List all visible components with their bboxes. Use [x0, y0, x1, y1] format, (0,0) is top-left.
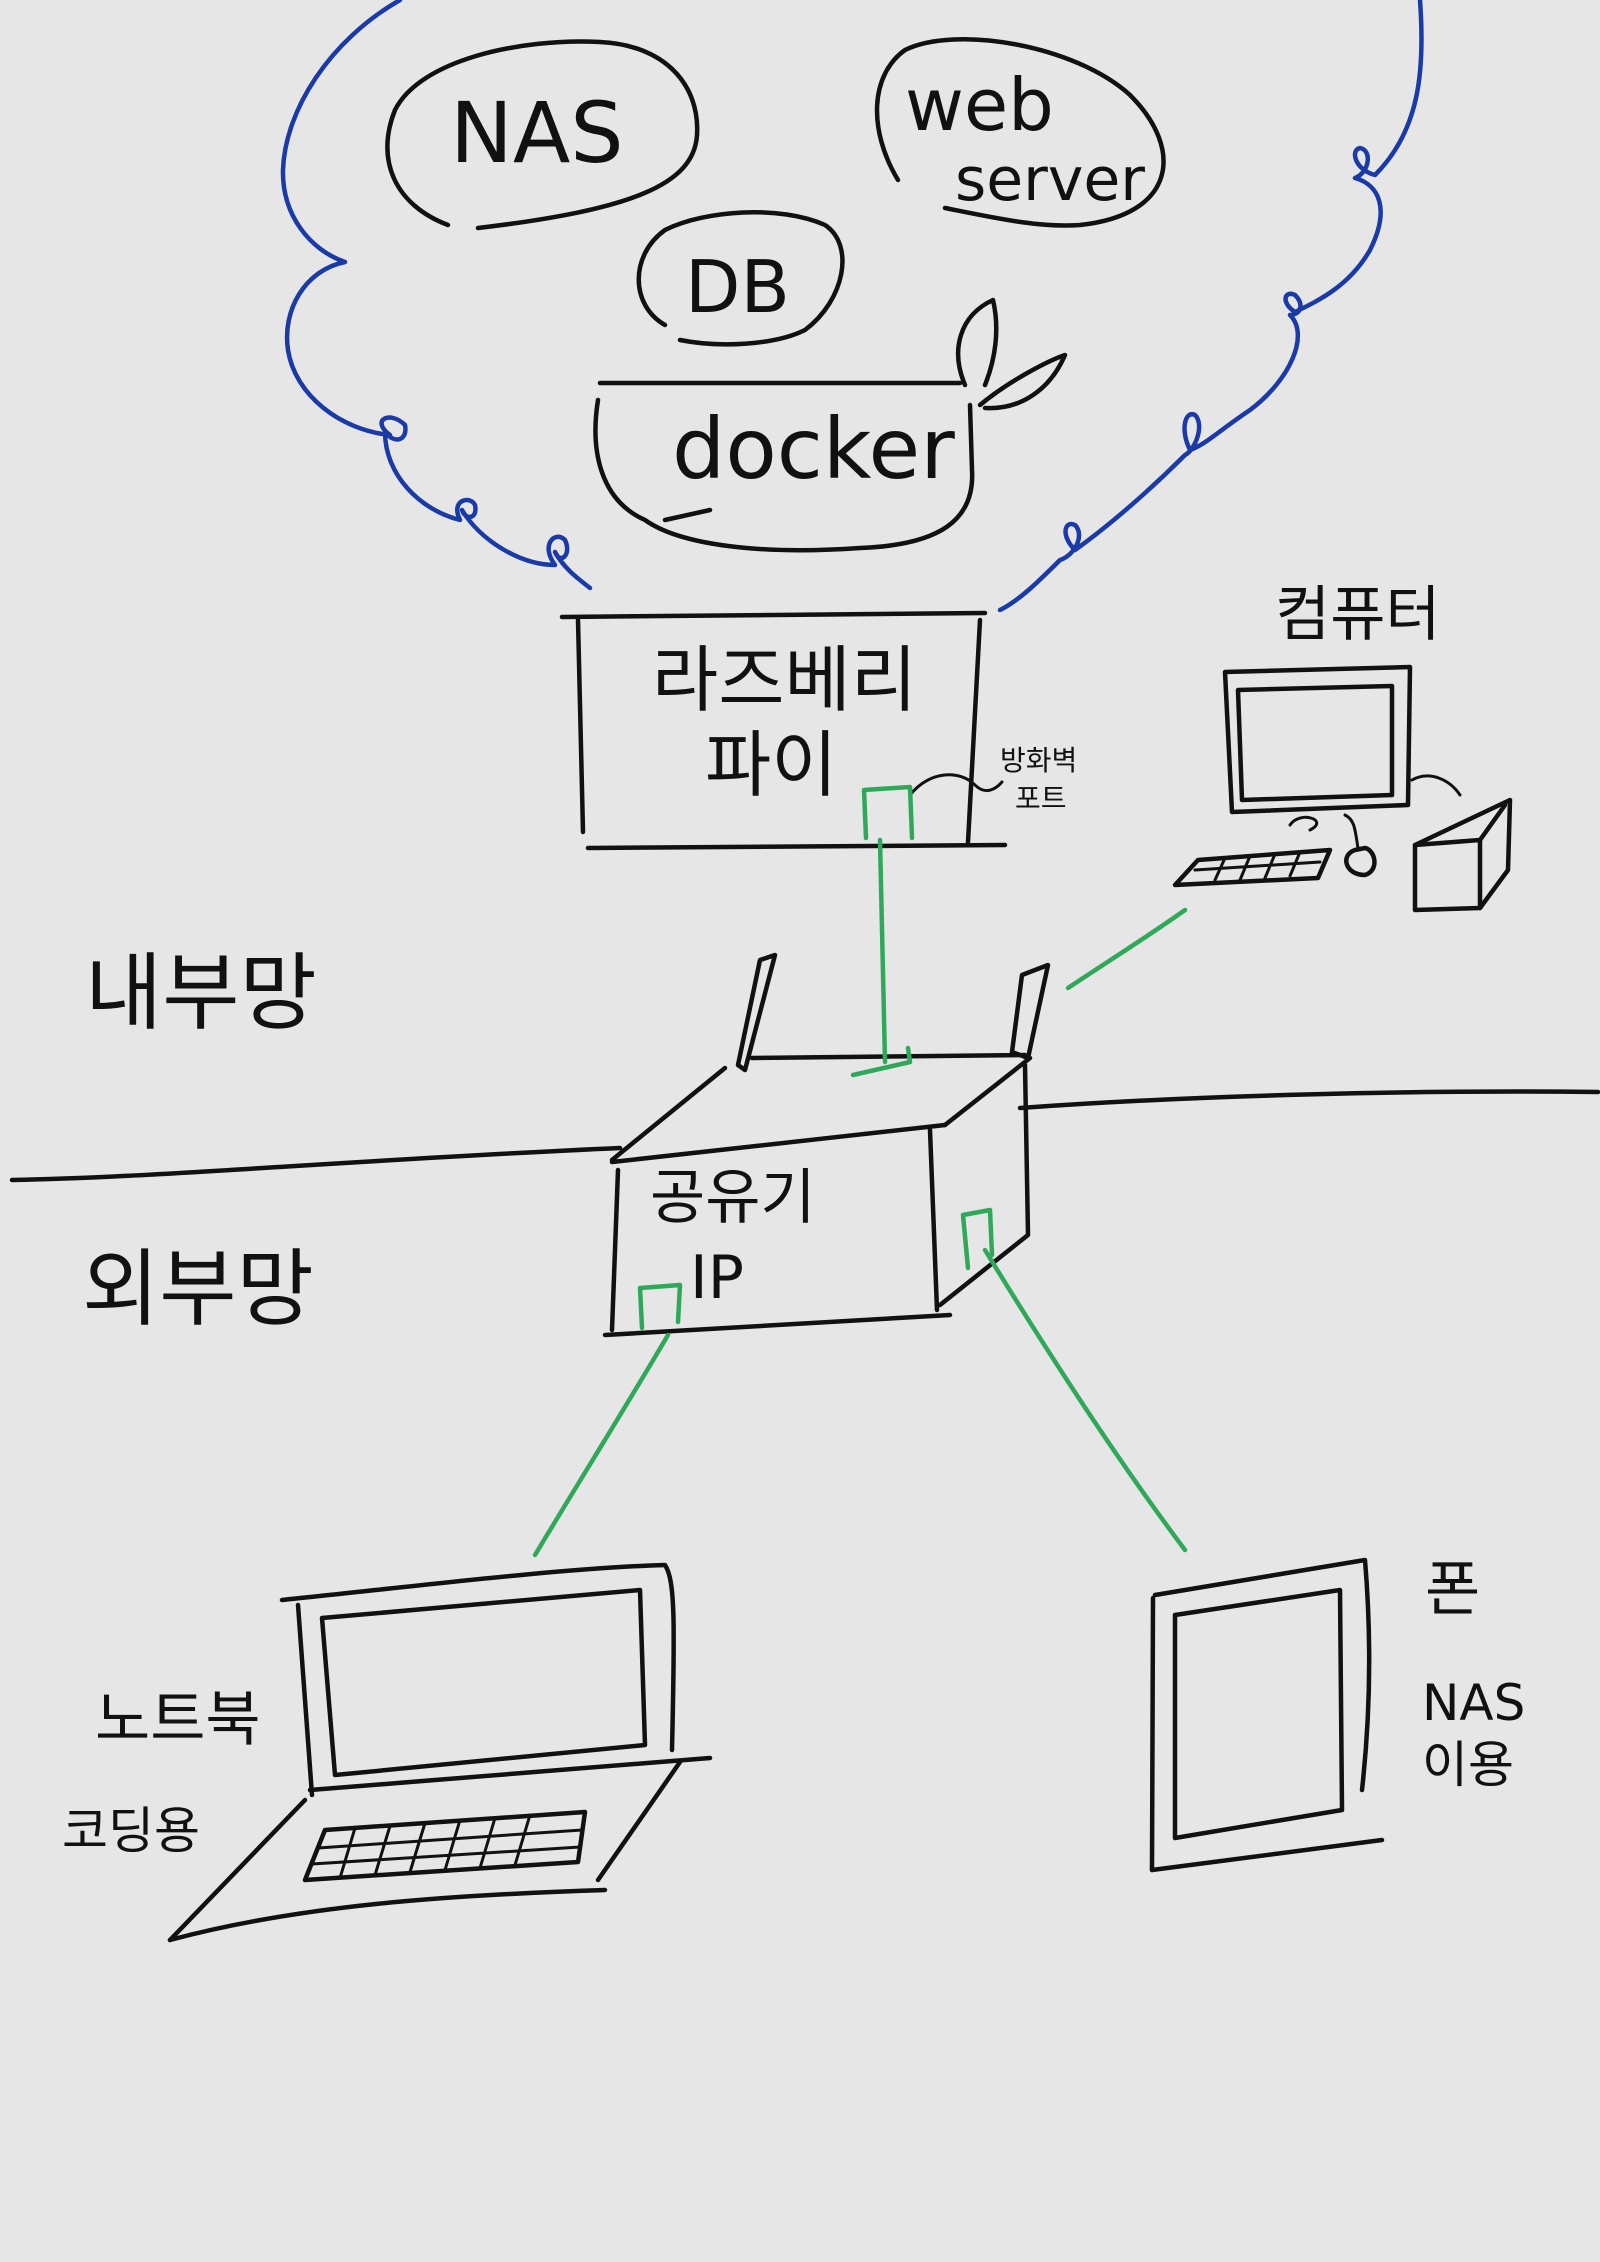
nas-label: NAS [450, 84, 624, 182]
phone-note-line1: NAS [1422, 1674, 1525, 1732]
router-front-port [637, 1282, 683, 1331]
cable-pi-router [877, 837, 888, 1065]
web-label: web [905, 63, 1054, 147]
firewall-port-label-line1: 방화벽 [1000, 744, 1077, 777]
laptop-label-line2: 코딩용 [62, 1802, 200, 1860]
computer-label: 컴퓨터 [1275, 580, 1441, 650]
cable-router-phone [982, 1247, 1188, 1553]
server-label: server [955, 145, 1145, 215]
cables [532, 837, 1188, 1558]
raspberry-pi: 라즈베리 파이 방화벽 포트 [559, 610, 1077, 851]
router-side-port [960, 1207, 995, 1271]
web-server-service: web server [874, 37, 1166, 228]
pi-port [861, 784, 915, 841]
router: 공유기 IP [602, 952, 1051, 1338]
phone-note-line2: 이용 [1422, 1736, 1514, 1794]
raspberry-pi-label-line2: 파이 [705, 723, 837, 807]
phone-label: 폰 [1425, 1555, 1480, 1625]
router-label-line1: 공유기 [650, 1163, 816, 1233]
external-network-label: 외부망 [82, 1240, 314, 1338]
desktop-computer: 컴퓨터 [1172, 580, 1513, 913]
docker-service: docker [593, 297, 1068, 553]
firewall-port-label-line2: 포트 [1015, 782, 1067, 815]
zone-divider [9, 1089, 1600, 1183]
cable-router-laptop [532, 1332, 671, 1558]
cloud-outline [280, 0, 1424, 613]
docker-label: docker [672, 400, 955, 498]
internal-network-label: 내부망 [85, 944, 317, 1042]
phone: 폰 NAS 이용 [1149, 1555, 1525, 1873]
db-label: DB [685, 245, 790, 329]
router-label-line2: IP [690, 1243, 744, 1313]
laptop: 노트북 코딩용 [62, 1562, 713, 1943]
raspberry-pi-label-line1: 라즈베리 [652, 638, 917, 722]
laptop-label-line1: 노트북 [95, 1685, 261, 1755]
cable-router-computer [1065, 907, 1188, 991]
nas-service: NAS [385, 39, 700, 231]
firewall-port-pointer [908, 773, 1004, 797]
router-top-port [850, 1045, 913, 1078]
db-service: DB [636, 210, 845, 347]
